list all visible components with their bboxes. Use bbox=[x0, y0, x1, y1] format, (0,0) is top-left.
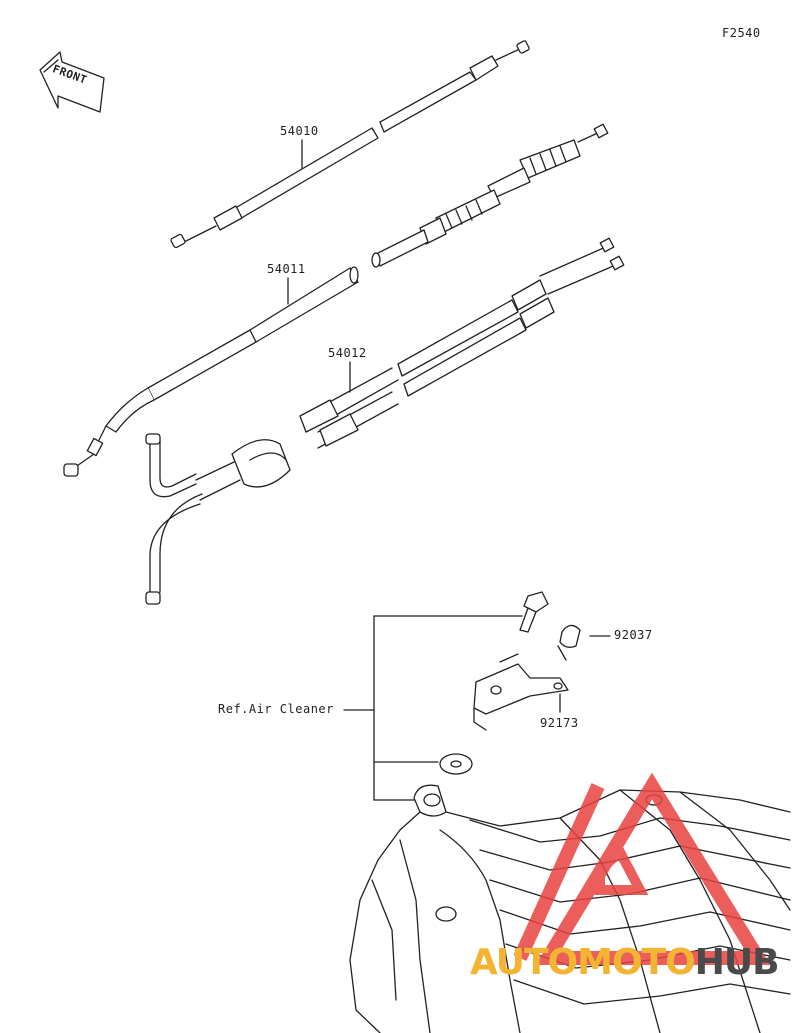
reference-label: Ref.Air Cleaner bbox=[218, 702, 334, 716]
bolt-part bbox=[519, 591, 549, 633]
cable-54010 bbox=[170, 40, 530, 249]
callout-54011: 54011 bbox=[267, 262, 306, 276]
watermark-part2: HUB bbox=[694, 942, 780, 983]
clamp-92037 bbox=[557, 624, 581, 661]
callout-92037: 92037 bbox=[614, 628, 653, 642]
leader-lines bbox=[287, 139, 611, 801]
cable-54012 bbox=[145, 237, 625, 605]
callout-54010: 54010 bbox=[280, 124, 319, 138]
front-arrow-icon bbox=[39, 51, 105, 113]
callout-54012: 54012 bbox=[328, 346, 367, 360]
bracket-92173 bbox=[473, 653, 569, 731]
callout-92173: 92173 bbox=[540, 716, 579, 730]
cable-54011 bbox=[63, 266, 359, 477]
cable-middle-ribbed bbox=[371, 123, 609, 268]
watermark-part1: AUTOMOTO bbox=[470, 942, 696, 983]
watermark-logo-icon bbox=[513, 772, 771, 965]
watermark-text: AUTOMOTOHUB bbox=[470, 942, 780, 983]
washer-part bbox=[439, 753, 473, 775]
figure-code: F2540 bbox=[722, 26, 761, 40]
